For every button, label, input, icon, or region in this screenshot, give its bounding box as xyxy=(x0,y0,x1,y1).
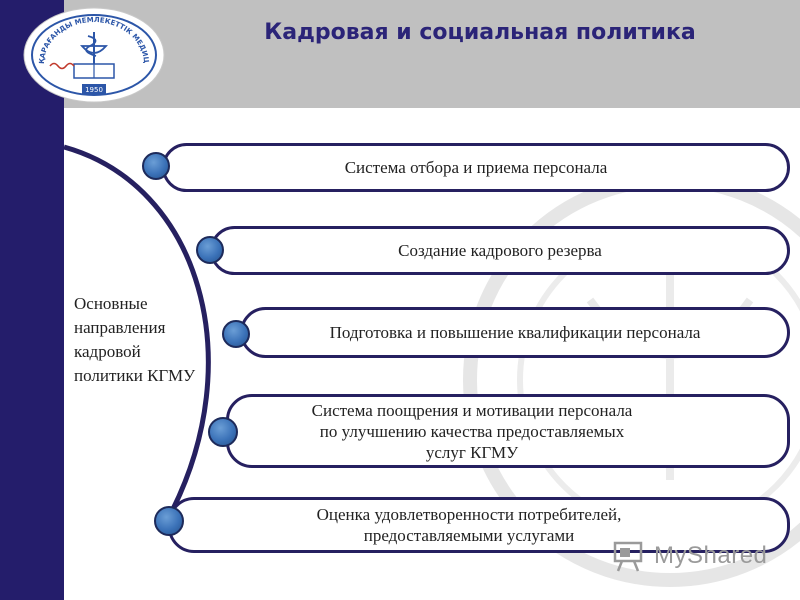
direction-pill-label: Система отбора и приема персонала xyxy=(344,158,608,177)
direction-pill-label: Подготовка и повышение квалификации перс… xyxy=(329,323,701,342)
caduceus-bowl-book-icon xyxy=(73,32,115,79)
presentation-board-icon xyxy=(613,541,643,572)
direction-pill-1: Система отбора и приема персонала xyxy=(162,143,790,192)
university-logo: ҚАРАҒАНДЫ МЕМЛЕКЕТТІК МЕДИЦИНА УНИВЕРСИТ… xyxy=(22,6,165,103)
bullet-dot-icon xyxy=(154,506,184,536)
logo-ornament xyxy=(49,62,75,70)
page-title: Кадровая и социальная политика xyxy=(264,20,696,45)
bullet-dot-icon xyxy=(222,320,250,348)
header-band xyxy=(64,0,800,108)
direction-pill-2: Создание кадрового резерва xyxy=(210,226,790,275)
direction-pill-4: Система поощрения и мотивации персонала … xyxy=(226,394,790,468)
direction-pill-5: Оценка удовлетворенности потребителей, п… xyxy=(168,497,790,553)
myshared-text: MyShared xyxy=(654,542,768,569)
direction-pill-label: Оценка удовлетворенности потребителей, п… xyxy=(316,505,622,545)
bullet-dot-icon xyxy=(142,152,170,180)
direction-pill-label: Система поощрения и мотивации персонала … xyxy=(311,400,633,462)
logo-year: 1950 xyxy=(85,86,103,94)
bullet-dot-icon xyxy=(208,417,238,447)
direction-pill-3: Подготовка и повышение квалификации перс… xyxy=(240,307,790,358)
direction-pill-label: Создание кадрового резерва xyxy=(398,241,602,260)
myshared-watermark: MyShared xyxy=(612,540,772,572)
main-directions-label: Основные направления кадровой политики К… xyxy=(74,294,196,385)
left-sidebar-bar xyxy=(0,0,64,600)
bullet-dot-icon xyxy=(196,236,224,264)
